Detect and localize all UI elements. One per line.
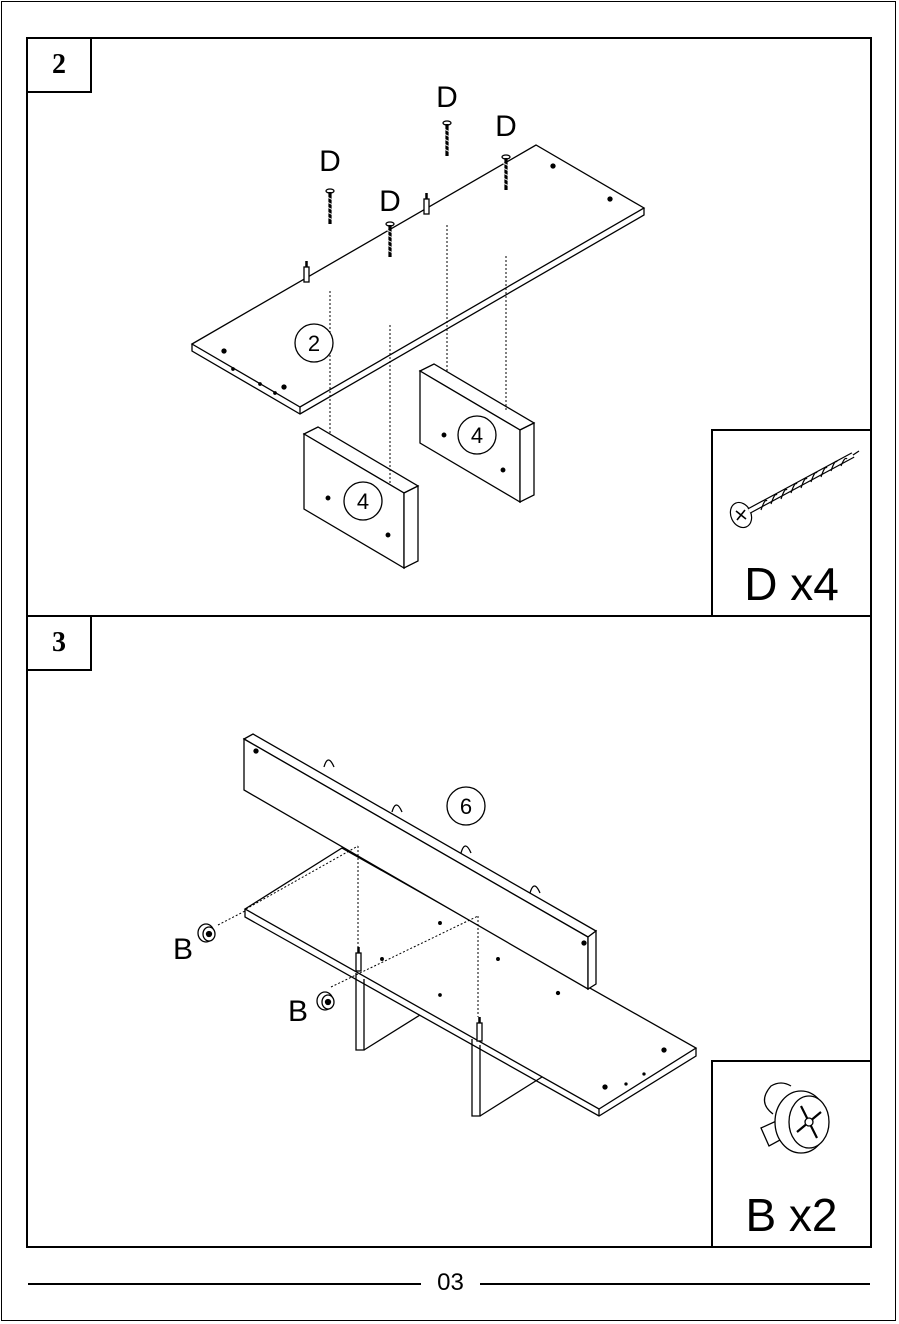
callout-d-4: D (495, 110, 517, 143)
part-label-2: 2 (308, 331, 320, 356)
hardware-box-d: D x4 (711, 429, 872, 617)
callout-d-1: D (319, 145, 341, 178)
hardware-label-d: D x4 (713, 561, 870, 607)
page-number: 03 (421, 1268, 480, 1298)
hardware-label-b: B x2 (713, 1192, 870, 1238)
callout-b-2: B (288, 995, 308, 1028)
part-label-6: 6 (460, 794, 472, 819)
callout-d-3: D (436, 81, 458, 114)
cam-lock-icon (713, 1062, 870, 1182)
footer-rule-left (28, 1283, 421, 1285)
callout-d-2: D (379, 185, 401, 218)
screw-d-3 (443, 121, 451, 156)
footer-rule-right (480, 1283, 870, 1285)
screw-icon (713, 431, 870, 551)
dowel-pin-2 (424, 193, 429, 214)
part-label-4-back: 4 (471, 423, 483, 448)
step-2-panel: 2 (26, 37, 872, 617)
shelf-panel-2 (192, 145, 644, 414)
cam-lock-b-1 (198, 924, 215, 942)
part-label-4-front: 4 (357, 489, 369, 514)
cam-lock-b-2 (317, 992, 334, 1010)
callout-b-1: B (173, 933, 193, 966)
hardware-box-b: B x2 (711, 1060, 872, 1248)
screw-d-1 (326, 189, 334, 224)
step-3-panel: 3 (26, 615, 872, 1248)
dowel-pin-1 (304, 261, 309, 282)
